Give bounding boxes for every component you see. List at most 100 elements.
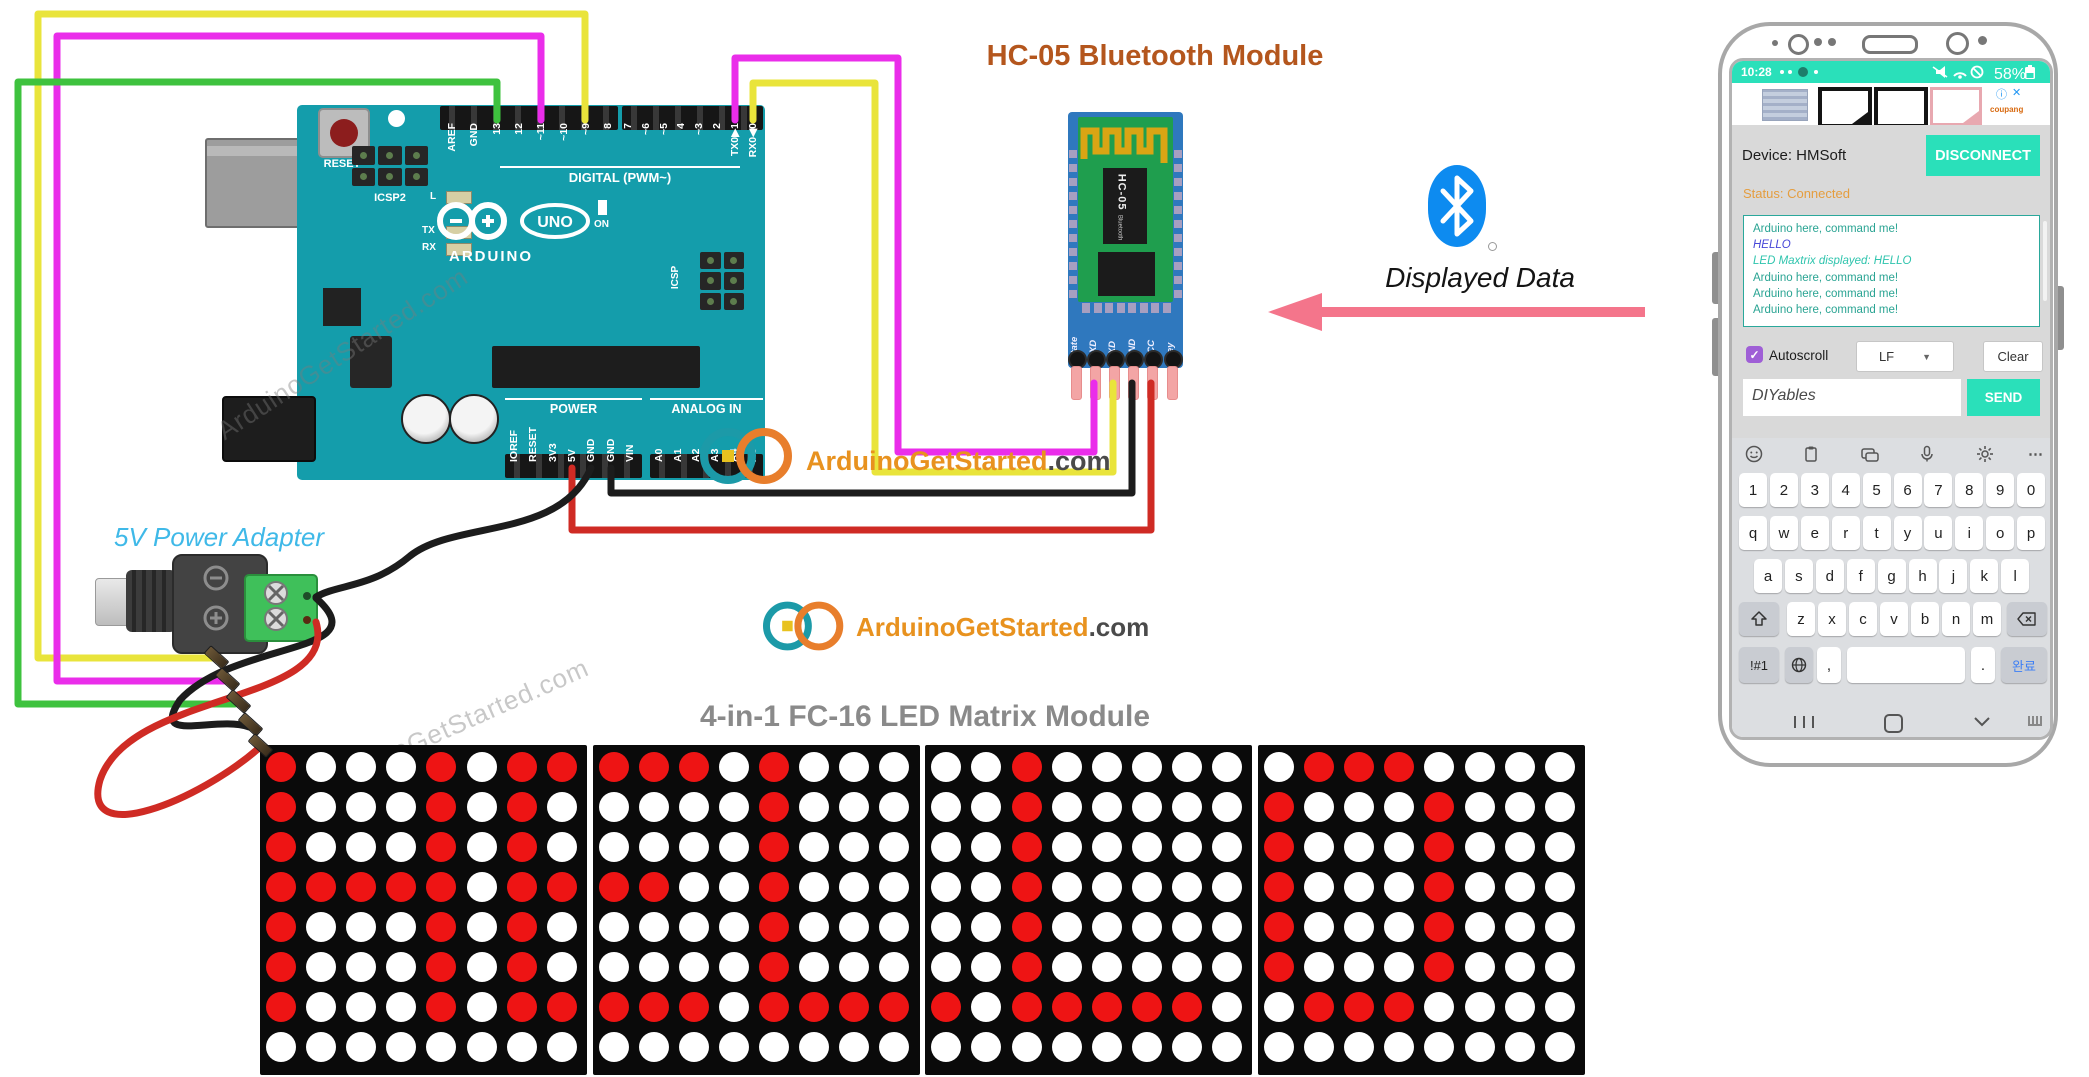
clear-button[interactable]: Clear bbox=[1983, 341, 2043, 372]
led-dot bbox=[1091, 912, 1122, 942]
key-1[interactable]: 1 bbox=[1739, 473, 1767, 507]
autoscroll-checkbox[interactable]: ✓ bbox=[1746, 346, 1763, 363]
key-a[interactable]: a bbox=[1754, 559, 1782, 593]
led-dot bbox=[759, 912, 790, 942]
ad-thumbnail[interactable] bbox=[1762, 89, 1808, 121]
microphone-icon[interactable] bbox=[1918, 445, 1936, 463]
key-e[interactable]: e bbox=[1800, 516, 1829, 550]
ad-thumbnail[interactable] bbox=[1874, 87, 1928, 128]
key-b[interactable]: b bbox=[1911, 602, 1939, 636]
key-2[interactable]: 2 bbox=[1769, 473, 1798, 507]
key-h[interactable]: h bbox=[1908, 559, 1937, 593]
led-dot bbox=[638, 872, 669, 902]
nav-home-icon[interactable] bbox=[1884, 714, 1903, 733]
symbols-key[interactable]: !#1 bbox=[1739, 647, 1779, 683]
key-i[interactable]: i bbox=[1955, 516, 1984, 550]
ad-banner[interactable]: ⓘ ✕ coupang bbox=[1732, 83, 2050, 128]
led-dot bbox=[1544, 912, 1575, 942]
led-dot bbox=[546, 792, 577, 822]
ad-close-icon[interactable]: ✕ bbox=[2012, 87, 2022, 99]
comma-key[interactable]: , bbox=[1817, 647, 1841, 683]
hc05-bottom-pad bbox=[1082, 303, 1090, 313]
key-x[interactable]: x bbox=[1818, 602, 1846, 636]
key-8[interactable]: 8 bbox=[1955, 473, 1984, 507]
backspace-key[interactable] bbox=[2007, 602, 2047, 636]
led-dot bbox=[1171, 832, 1202, 862]
led-dot bbox=[1212, 792, 1243, 822]
key-0[interactable]: 0 bbox=[2017, 473, 2046, 507]
terminal-line: Arduino here, command me! bbox=[1753, 223, 1899, 235]
dropdown-caret-icon: ▼ bbox=[1922, 351, 1932, 362]
led-dot bbox=[1384, 872, 1415, 902]
key-c[interactable]: c bbox=[1849, 602, 1877, 636]
key-w[interactable]: w bbox=[1769, 516, 1798, 550]
key-j[interactable]: j bbox=[1939, 559, 1968, 593]
led-dot bbox=[346, 872, 377, 902]
led-dot bbox=[1424, 832, 1455, 862]
key-v[interactable]: v bbox=[1880, 602, 1908, 636]
key-f[interactable]: f bbox=[1846, 559, 1875, 593]
nav-recents-icon[interactable] bbox=[1794, 716, 1814, 728]
led-dot bbox=[1424, 1032, 1455, 1062]
key-n[interactable]: n bbox=[1942, 602, 1970, 636]
done-key[interactable]: 완료 bbox=[2001, 647, 2047, 683]
key-p[interactable]: p bbox=[2017, 516, 2046, 550]
key-u[interactable]: u bbox=[1924, 516, 1953, 550]
led-dot bbox=[1504, 952, 1535, 982]
emoji-icon[interactable] bbox=[1745, 445, 1763, 463]
more-options-icon[interactable]: ⋯ bbox=[2028, 446, 2043, 463]
nav-back-icon[interactable] bbox=[1974, 717, 1990, 727]
key-3[interactable]: 3 bbox=[1800, 473, 1829, 507]
key-9[interactable]: 9 bbox=[1986, 473, 2015, 507]
bluetooth-icon bbox=[1428, 165, 1486, 247]
terminal-scrollbar[interactable] bbox=[2043, 221, 2047, 301]
message-input[interactable]: DIYables bbox=[1743, 379, 1961, 416]
key-k[interactable]: k bbox=[1970, 559, 1999, 593]
disconnect-button[interactable]: DISCONNECT bbox=[1926, 135, 2040, 176]
key-7[interactable]: 7 bbox=[1924, 473, 1953, 507]
key-g[interactable]: g bbox=[1877, 559, 1906, 593]
phone-side-button[interactable] bbox=[1712, 252, 1721, 304]
bluetooth-registered-mark bbox=[1488, 242, 1497, 251]
ad-info-icon[interactable]: ⓘ bbox=[1996, 89, 2007, 101]
led-dot bbox=[1304, 792, 1335, 822]
wire-rx0-txd bbox=[749, 79, 1117, 476]
key-q[interactable]: q bbox=[1739, 516, 1767, 550]
led-dot bbox=[799, 832, 830, 862]
led-dot bbox=[931, 1032, 962, 1062]
key-6[interactable]: 6 bbox=[1893, 473, 1922, 507]
hc05-bottom-pad bbox=[1093, 303, 1102, 313]
led-dot bbox=[1464, 952, 1495, 982]
key-t[interactable]: t bbox=[1862, 516, 1891, 550]
key-o[interactable]: o bbox=[1986, 516, 2015, 550]
led-dot bbox=[971, 952, 1002, 982]
key-d[interactable]: d bbox=[1815, 559, 1844, 593]
key-l[interactable]: l bbox=[2001, 559, 2030, 593]
settings-gear-icon[interactable] bbox=[1976, 445, 1994, 463]
key-4[interactable]: 4 bbox=[1831, 473, 1860, 507]
led-dot bbox=[598, 952, 629, 982]
key-m[interactable]: m bbox=[1973, 602, 2001, 636]
key-s[interactable]: s bbox=[1784, 559, 1813, 593]
key-5[interactable]: 5 bbox=[1862, 473, 1891, 507]
led-dot bbox=[1091, 1032, 1122, 1062]
shift-key[interactable] bbox=[1739, 602, 1779, 636]
ad-thumbnail[interactable] bbox=[1818, 87, 1872, 128]
phone-side-button[interactable] bbox=[2055, 286, 2064, 350]
phone-side-button[interactable] bbox=[1712, 318, 1721, 376]
key-y[interactable]: y bbox=[1893, 516, 1922, 550]
globe-key[interactable] bbox=[1785, 647, 1813, 683]
space-key[interactable] bbox=[1847, 647, 1965, 683]
send-button[interactable]: SEND bbox=[1967, 379, 2040, 416]
hc05-edge-pad bbox=[1069, 150, 1077, 158]
period-key[interactable]: . bbox=[1971, 647, 1995, 683]
key-r[interactable]: r bbox=[1831, 516, 1860, 550]
key-z[interactable]: z bbox=[1787, 602, 1815, 636]
ad-thumbnail[interactable] bbox=[1930, 87, 1982, 126]
nav-keyboard-icon[interactable] bbox=[2028, 716, 2042, 726]
led-dot bbox=[346, 752, 377, 782]
clipboard-icon[interactable] bbox=[1802, 445, 1820, 463]
digital-header-right bbox=[622, 106, 763, 130]
keyboard-layout-icon[interactable] bbox=[1860, 445, 1879, 463]
newline-dropdown[interactable]: LF ▼ bbox=[1856, 341, 1954, 372]
